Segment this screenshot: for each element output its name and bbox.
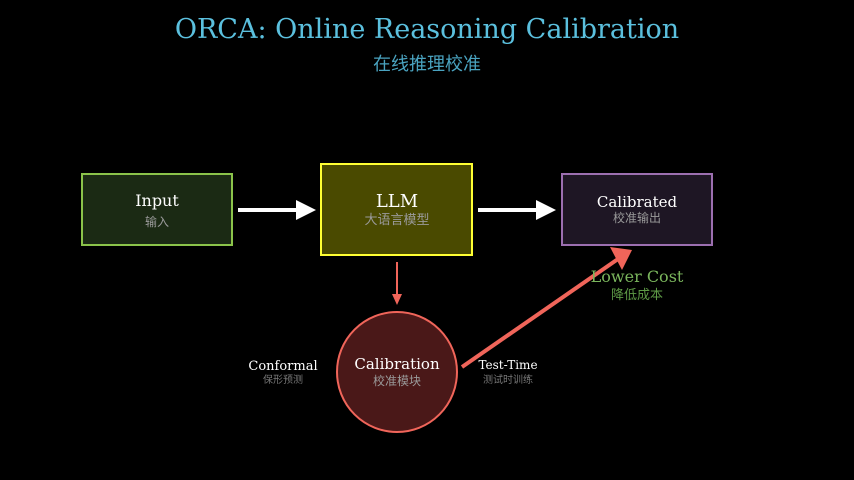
input-node-box	[81, 173, 233, 246]
test-time-sublabel: 测试时训练	[483, 373, 533, 386]
calibration-node-label: Calibration	[354, 355, 440, 373]
test-time-label: Test-Time	[478, 358, 537, 372]
conformal-label: Conformal	[248, 359, 317, 374]
output-node-box	[561, 173, 713, 246]
conformal-sublabel: 保形预测	[263, 373, 303, 386]
llm-node-label: LLM	[376, 191, 418, 212]
calibration-node: Calibration 校准模块	[336, 311, 458, 433]
calibration-node-circle	[336, 311, 458, 433]
page-title: ORCA: Online Reasoning Calibration	[175, 14, 679, 45]
test-time-annotation: Test-Time 测试时训练	[478, 358, 537, 386]
arrow-calibration-to-output	[460, 247, 632, 369]
output-node-sublabel: 校准输出	[613, 210, 661, 225]
conformal-annotation: Conformal 保形预测	[248, 359, 317, 386]
output-node: Calibrated 校准输出	[561, 173, 713, 246]
lower-cost-sublabel: 降低成本	[611, 288, 663, 303]
llm-node-sublabel: 大语言模型	[364, 213, 429, 228]
llm-node: LLM 大语言模型	[320, 163, 473, 256]
page-subtitle: 在线推理校准	[373, 54, 481, 75]
arrow-input-to-llm	[238, 200, 316, 220]
input-node-label: Input	[135, 191, 179, 210]
calibration-node-sublabel: 校准模块	[373, 373, 421, 388]
input-node: Input 输入	[81, 173, 233, 246]
lower-cost-annotation: Lower Cost 降低成本	[591, 267, 684, 303]
output-node-label: Calibrated	[597, 193, 678, 211]
arrow-llm-to-calibration	[392, 262, 402, 305]
llm-node-box	[320, 163, 473, 256]
lower-cost-label: Lower Cost	[591, 267, 684, 286]
arrow-llm-to-output	[478, 200, 556, 220]
input-node-sublabel: 输入	[145, 214, 169, 229]
